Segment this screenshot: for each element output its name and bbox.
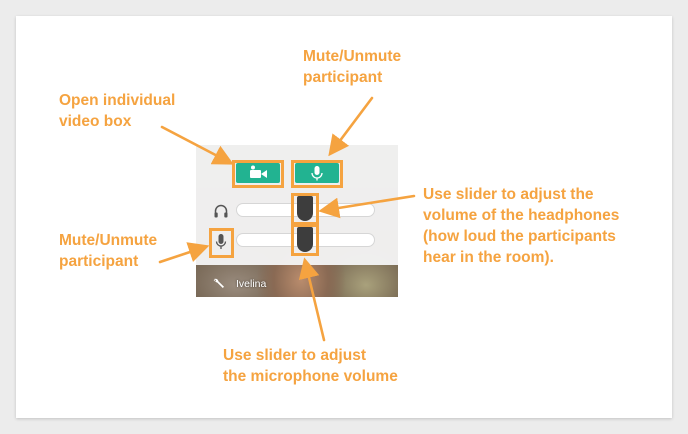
callout-mute-top: Mute/Unmute participant: [303, 46, 401, 88]
wrench-icon[interactable]: [212, 277, 225, 290]
participant-widget: Ivelina: [196, 145, 398, 297]
highlight-video-button: [232, 160, 284, 188]
headphones-volume-knob[interactable]: [297, 196, 313, 221]
callout-headphones-line1: Use slider to adjust the: [423, 186, 594, 203]
callout-headphones-line2: volume of the headphones: [423, 207, 620, 224]
video-camera-icon: [250, 165, 267, 178]
callout-mute-left: Mute/Unmute participant: [59, 230, 157, 272]
open-video-button[interactable]: [236, 163, 280, 183]
arrow-open-video: [160, 125, 234, 165]
callout-open-video-line1: Open individual: [59, 92, 176, 109]
headphones-icon: [214, 204, 228, 218]
callout-headphones-line4: hear in the room).: [423, 249, 554, 266]
callout-mute-left-line2: participant: [59, 253, 139, 270]
callout-headphones-slider: Use slider to adjust the volume of the h…: [423, 184, 619, 268]
participant-name-bar: Ivelina: [196, 270, 398, 297]
highlight-mute-button: [291, 160, 343, 188]
callout-headphones-line3: (how loud the participants: [423, 228, 616, 245]
arrow-mic-slider: [298, 257, 326, 342]
highlight-mic-knob: [291, 224, 319, 256]
callout-mute-top-line2: participant: [303, 69, 383, 86]
callout-mic-slider: Use slider to adjust the microphone volu…: [223, 345, 398, 387]
highlight-mic-icon: [209, 228, 234, 258]
arrow-headphones: [318, 194, 416, 219]
arrow-mute-top: [328, 96, 374, 157]
callout-mic-line2: the microphone volume: [223, 368, 398, 385]
callout-mic-line1: Use slider to adjust: [223, 347, 366, 364]
callout-mute-left-line1: Mute/Unmute: [59, 232, 158, 249]
callout-open-video: Open individual video box: [59, 90, 175, 132]
callout-mute-top-line1: Mute/Unmute: [303, 48, 402, 65]
microphone-icon[interactable]: [213, 233, 229, 251]
participant-name: Ivelina: [236, 278, 267, 290]
microphone-volume-knob[interactable]: [297, 227, 313, 252]
highlight-headphones-knob: [291, 193, 319, 225]
microphone-icon: [311, 166, 323, 181]
mute-participant-button[interactable]: [295, 163, 339, 183]
callout-open-video-line2: video box: [59, 113, 132, 130]
arrow-mute-left: [158, 242, 210, 264]
